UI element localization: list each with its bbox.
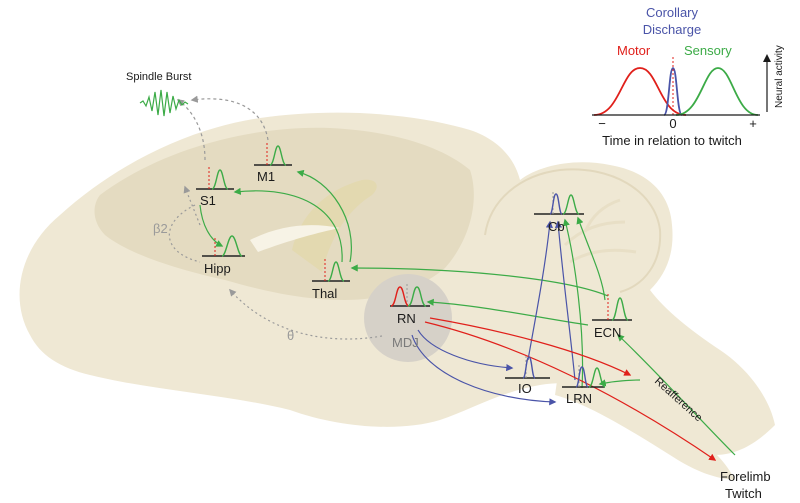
legend-corollary-line1: Corollary [646, 5, 699, 20]
m1-label: M1 [257, 169, 275, 184]
cb-activity-plot [534, 191, 584, 215]
forelimb-label: Forelimb [720, 469, 771, 484]
ecn-label: ECN [594, 325, 621, 340]
arrow-rn-to-io [417, 329, 514, 372]
thal-label: Thal [312, 286, 337, 301]
legend-motor: Motor [617, 43, 651, 58]
node-plots [196, 142, 632, 388]
io-label: IO [518, 381, 532, 396]
arrow-ecn-to-cb [576, 216, 606, 301]
m1-activity-plot [254, 142, 292, 166]
arrow-beta2 [168, 204, 201, 263]
arrow-io-to-cb [527, 220, 553, 361]
lrn-activity-plot [562, 364, 606, 388]
hipp-activity-plot [202, 235, 245, 257]
arrow-theta [229, 288, 383, 340]
legend-corollary-line2: Discharge [643, 22, 702, 37]
legend-sensory-curve [675, 67, 759, 116]
rn-label: RN [397, 311, 416, 326]
thal-activity-plot [312, 258, 350, 282]
arrow-rn-to-ecn [429, 317, 632, 376]
hipp-label: Hipp [204, 261, 231, 276]
arrow-ecn-to-rn [426, 298, 589, 326]
beta2-label: β2 [153, 221, 168, 236]
arrow-beta2-tip [183, 185, 201, 226]
legend-tick-zero: 0 [669, 116, 676, 131]
legend-tick-minus: − [598, 116, 606, 131]
timing-legend: Corollary Discharge Motor Sensory Neural… [592, 5, 785, 148]
arrow-ecn-to-thal [350, 264, 609, 297]
io-activity-plot [505, 354, 550, 379]
arrow-m1-to-spindle [190, 95, 269, 141]
s1-activity-plot [196, 167, 234, 190]
legend-y-arrowhead [763, 54, 771, 62]
legend-sensory: Sensory [684, 43, 732, 58]
arrow-rn-to-lrn [411, 334, 557, 406]
cortex-lobe [94, 127, 474, 300]
cb-label: Cb [548, 219, 565, 234]
spindle-burst-waveform [139, 89, 189, 117]
legend-tick-plus: + [749, 116, 757, 131]
hippocampal-streak [250, 225, 340, 252]
arrow-lrn-to-cb-blue [554, 220, 576, 381]
lrn-label: LRN [566, 391, 592, 406]
spindle-burst-label: Spindle Burst [126, 71, 191, 83]
arrow-thal-to-s1 [233, 187, 343, 263]
legend-y-label: Neural activity [774, 45, 785, 108]
cerebellum-shape [484, 168, 662, 293]
ecn-activity-plot [592, 294, 632, 321]
arrow-thal-to-m1 [296, 169, 352, 263]
legend-motor-curve [593, 67, 687, 116]
mdj-label: MDJ [392, 335, 419, 350]
arrow-reafference-to-ecn [616, 334, 736, 456]
legend-x-label: Time in relation to twitch [602, 133, 742, 148]
theta-label: θ [287, 328, 294, 343]
twitch-label: Twitch [725, 486, 762, 501]
legend-corollary-curve [663, 67, 683, 116]
rn-activity-plot [390, 282, 430, 307]
arrow-rn-to-forelimb [424, 321, 717, 461]
mdj-region [364, 274, 452, 362]
arrow-s1-to-spindle [176, 99, 206, 161]
s1-label: S1 [200, 193, 216, 208]
arrow-s1-to-hipp [199, 204, 224, 247]
connections [168, 95, 736, 461]
